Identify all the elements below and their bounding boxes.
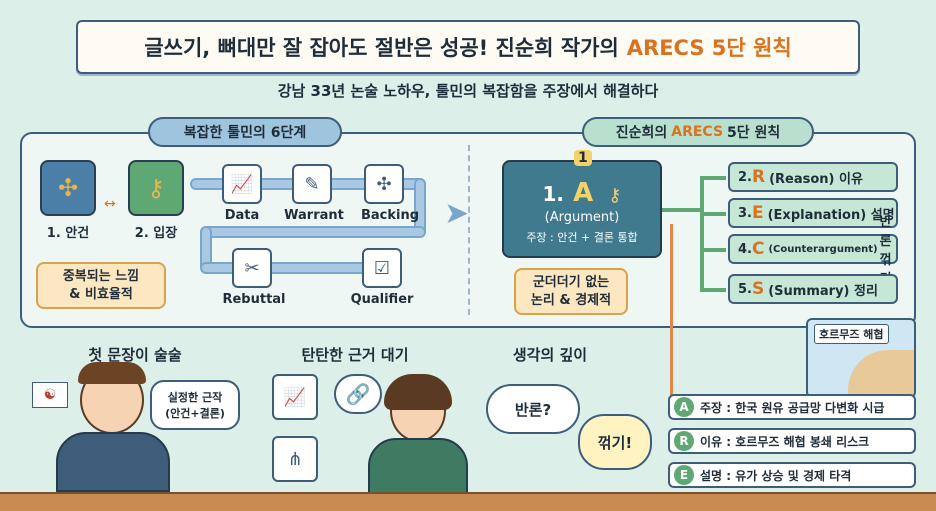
toulmin-note-line1: 중복되는 느낌 xyxy=(62,269,140,284)
title-accent: ARECS 5단 원칙 xyxy=(626,36,792,60)
evidence-label: 탄탄한 근거 대기 xyxy=(301,346,409,364)
arecs-header-prefix: 진순희의 xyxy=(615,125,668,141)
puzzle-piece-icon: ✣ xyxy=(364,164,404,204)
toulmin-note: 중복되는 느낌 & 비효율적 xyxy=(36,262,166,310)
key-icon: ⚷ xyxy=(608,185,622,206)
step-backing: Backing xyxy=(360,208,420,223)
summary-reason: R 이유 : 호르무즈 해협 봉쇄 리스크 xyxy=(668,428,916,454)
link-icon: 🔗 xyxy=(334,374,382,414)
step-counter-small: (Counterargument) xyxy=(768,243,878,255)
arecs-note-line2: 논리 & 경제적 xyxy=(530,292,612,308)
summary-argument: A 주장 : 한국 원유 공급망 다변화 시급 xyxy=(668,394,916,420)
share-icon: ⋔ xyxy=(272,436,318,482)
student-bubble: 실정한 근작 (안건+결론) xyxy=(150,380,240,430)
student-body xyxy=(56,432,170,492)
argument-desc: 주장 : 안건 + 결론 통합 xyxy=(526,231,638,244)
summary-argument-text: 주장 : 한국 원유 공급망 다변화 시급 xyxy=(700,400,885,415)
subtitle: 강남 33년 논술 노하우, 툴민의 복잡함을 주장에서 해결하다 xyxy=(277,82,659,100)
step-reason-letter: R xyxy=(751,167,766,187)
bubble-break: 꺾기! xyxy=(578,414,652,470)
puzzle-icon: ✣ xyxy=(40,160,96,216)
transition-arrow-icon: ➤ xyxy=(444,196,470,231)
chart-icon: 📈 xyxy=(222,164,262,204)
teacher-hair xyxy=(384,374,452,410)
map-label: 호르무즈 해협 xyxy=(814,324,889,344)
arecs-note-line1: 군더더기 없는 xyxy=(532,275,610,290)
student-hair xyxy=(78,362,146,384)
flow-pipe-middle xyxy=(200,226,426,238)
step-counter-letter: C xyxy=(751,239,765,259)
issue-label: 1. 안건 xyxy=(46,226,90,241)
desk xyxy=(0,492,936,511)
step-reason: 2. R (Reason) 이유 xyxy=(728,162,898,192)
step-explanation-num: 3. xyxy=(738,205,752,221)
branch-line-c xyxy=(700,248,726,252)
branch-line-r xyxy=(700,176,726,180)
branch-line-main xyxy=(662,208,702,212)
step-counterargument: 4. C (Counterargument) 반론꺾기 xyxy=(728,215,898,287)
stance-label: 2. 입장 xyxy=(134,226,178,241)
step-summary-text: (Summary) 정리 xyxy=(768,283,878,299)
arecs-header: 진순희의 ARECS 5단 원칙 xyxy=(582,117,814,147)
orange-connector xyxy=(670,224,673,400)
branch-line-vertical xyxy=(700,176,704,292)
step-explanation-text: (Explanation) 설명 xyxy=(767,207,895,223)
bubble-rebuttal: 반론? xyxy=(486,384,580,434)
toulmin-note-line2: & 비효율적 xyxy=(69,286,133,302)
arecs-header-accent: ARECS xyxy=(671,124,724,140)
summary-explanation-letter: E xyxy=(674,465,694,485)
depth-label: 생각의 깊이 xyxy=(512,346,588,364)
arecs-note: 군더더기 없는 논리 & 경제적 xyxy=(514,268,628,316)
step-explanation-letter: E xyxy=(751,203,764,223)
summary-explanation: E 설명 : 유가 상승 및 경제 타격 xyxy=(668,462,916,488)
argument-name: (Argument) xyxy=(544,210,620,225)
step-reason-num: 2. xyxy=(738,169,752,185)
step-data: Data xyxy=(224,208,260,223)
growth-chart-icon: 📈 xyxy=(272,374,318,420)
arecs-header-suffix: 5단 원칙 xyxy=(727,125,781,141)
argument-letter: 1. A ⚷ xyxy=(504,178,660,208)
student-bubble-line1: 실정한 근작 xyxy=(167,391,223,404)
step-counter-num: 4. xyxy=(738,241,752,257)
teacher-body xyxy=(368,438,468,494)
key-icon: ⚷ xyxy=(128,160,184,216)
step-rebuttal: Rebuttal xyxy=(222,292,286,307)
checklist-icon: ☑ xyxy=(362,248,402,288)
argument-letter-a: A xyxy=(573,178,594,208)
summary-reason-letter: R xyxy=(674,431,694,451)
broken-link-icon: ✂ xyxy=(232,248,272,288)
document-icon: ✎ xyxy=(292,164,332,204)
branch-line-e xyxy=(700,212,726,216)
title-banner: 글쓰기, 뼈대만 잘 잡아도 절반은 성공! 진순희 작가의 ARECS 5단 … xyxy=(76,20,860,74)
step-explanation: 3. E (Explanation) 설명 xyxy=(728,198,898,228)
title-main: 글쓰기, 뼈대만 잘 잡아도 절반은 성공! 진순희 작가의 xyxy=(144,36,619,60)
branch-line-s xyxy=(700,288,726,292)
step-warrant: Warrant xyxy=(284,208,344,223)
double-arrow-icon: ↔ xyxy=(104,196,116,212)
step-reason-text: (Reason) 이유 xyxy=(769,171,863,187)
summary-argument-letter: A xyxy=(674,397,694,417)
summary-reason-text: 이유 : 호르무즈 해협 봉쇄 리스크 xyxy=(700,434,870,449)
student-bubble-line2: (안건+결론) xyxy=(165,407,225,420)
step-summary-num: 5. xyxy=(738,281,752,297)
toulmin-header: 복잡한 툴민의 6단계 xyxy=(148,117,342,147)
summary-explanation-text: 설명 : 유가 상승 및 경제 타격 xyxy=(700,468,852,483)
argument-number: 1 xyxy=(574,150,592,166)
step-qualifier: Qualifier xyxy=(350,292,414,307)
argument-box: 1 1. A ⚷ (Argument) 주장 : 안건 + 결론 통합 xyxy=(502,150,662,258)
argument-letter-num: 1. xyxy=(542,182,565,206)
first-sentence-label: 첫 문장이 술술 xyxy=(88,346,182,364)
step-summary-letter: S xyxy=(751,279,765,299)
step-summary: 5. S (Summary) 정리 xyxy=(728,274,898,304)
panel-divider xyxy=(468,145,470,315)
korean-flag-icon: ☯ xyxy=(32,382,68,408)
